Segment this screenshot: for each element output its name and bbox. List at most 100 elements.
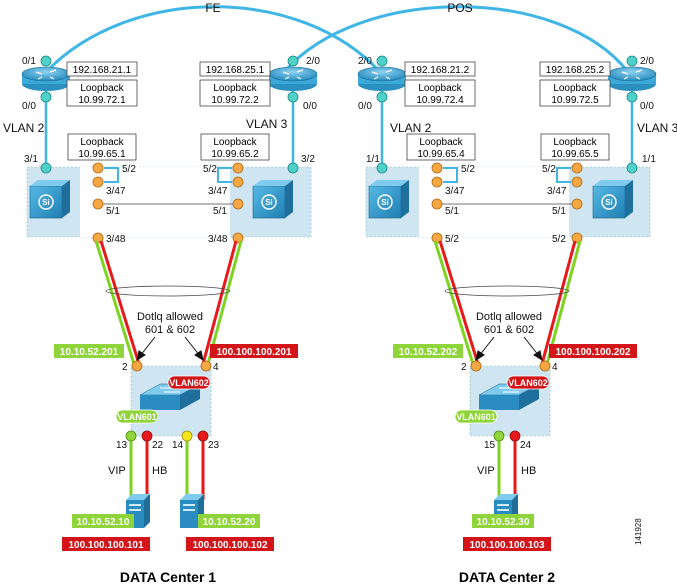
- svg-text:VLAN602: VLAN602: [508, 378, 548, 388]
- svg-text:VLAN601: VLAN601: [117, 412, 157, 422]
- svg-text:10.99.72.2: 10.99.72.2: [211, 95, 259, 106]
- svg-text:10.99.72.4: 10.99.72.4: [416, 95, 464, 106]
- pos-link-arc: [282, 5, 630, 73]
- server-3-red-badge: 100.100.100.103: [463, 537, 551, 551]
- svg-text:Loopback: Loopback: [213, 83, 257, 94]
- loop-5-2-sw1: [104, 167, 119, 183]
- sw2-loopback-box: Loopback 10.99.65.2: [200, 133, 270, 161]
- sw3-port-3-47: 3/47: [445, 186, 465, 197]
- svg-text:Si: Si: [42, 198, 50, 207]
- r3-port-top: 2/0: [358, 56, 372, 67]
- hb-label-dc1: HB: [152, 465, 167, 477]
- svg-text:10.10.52.201: 10.10.52.201: [60, 347, 119, 358]
- vlan602-tag-dc1: VLAN602: [167, 375, 211, 390]
- sw4-port-5-2: 5/2: [542, 164, 556, 175]
- r2-port-bot: 0/0: [303, 101, 317, 112]
- svg-text:100.100.100.101: 100.100.100.101: [68, 540, 144, 551]
- r2-ip-box: 192.168.25.1: [199, 61, 271, 77]
- fe-link-arc: [44, 5, 382, 74]
- dc2-title: DATA Center 2: [459, 569, 555, 585]
- server-2-red-badge: 100.100.100.102: [186, 537, 274, 551]
- svg-text:Loopback: Loopback: [80, 83, 124, 94]
- hb-label-dc2: HB: [521, 465, 536, 477]
- svg-text:Loopback: Loopback: [80, 137, 124, 148]
- sw3-port-5-1: 5/1: [445, 206, 459, 217]
- server-links: [129, 441, 517, 500]
- svg-text:10.10.52.20: 10.10.52.20: [203, 517, 256, 528]
- r3-loopback-box: Loopback 10.99.72.4: [404, 79, 476, 107]
- r2-loopback-box: Loopback 10.99.72.2: [199, 79, 271, 107]
- svg-text:10.99.72.1: 10.99.72.1: [78, 95, 126, 106]
- access-uplink-ports: [131, 360, 551, 372]
- sw1-port-5-1: 5/1: [106, 206, 120, 217]
- acc2-red-badge: 100.100.100.202: [549, 344, 637, 358]
- core-switch-dc1-b[interactable]: Si: [252, 180, 293, 219]
- router-dc1-a[interactable]: [21, 66, 71, 91]
- svg-text:100.100.100.103: 100.100.100.103: [469, 540, 545, 551]
- svg-text:Loopback: Loopback: [553, 83, 597, 94]
- vlan3-label-dc1: VLAN 3: [246, 117, 288, 131]
- port-channel-dc2: [444, 285, 570, 297]
- router-dc1-b[interactable]: [268, 66, 318, 91]
- r1-port-bot: 0/0: [22, 101, 36, 112]
- trunk-arrows: [136, 336, 543, 362]
- vlan3-label-dc2: VLAN 3: [637, 121, 677, 135]
- acc1-green-badge: 10.10.52.201: [54, 344, 124, 358]
- core-switch-dc2-a[interactable]: Si: [368, 180, 409, 219]
- svg-text:192.168.21.1: 192.168.21.1: [73, 65, 132, 76]
- svg-text:Loopback: Loopback: [418, 83, 462, 94]
- r1-ip-box: 192.168.21.1: [66, 61, 138, 77]
- server-1-red-badge: 100.100.100.101: [62, 537, 150, 551]
- access-switch-dc1[interactable]: [139, 383, 201, 410]
- port-channel-dc1: [105, 285, 231, 297]
- sw4-port-1-1: 1/1: [642, 154, 656, 165]
- loop-5-2-sw4: [556, 167, 571, 183]
- r3-ip-box: 192.168.21.2: [404, 61, 476, 77]
- svg-text:100.100.100.202: 100.100.100.202: [555, 347, 631, 358]
- r1-loopback-box: Loopback 10.99.72.1: [66, 79, 138, 107]
- sw2-port-3-48: 3/48: [208, 234, 228, 245]
- svg-text:192.168.25.2: 192.168.25.2: [546, 65, 605, 76]
- r4-port-top: 2/0: [640, 56, 654, 67]
- sw2-port-3-2: 3/2: [301, 154, 315, 165]
- trunk-desc-dc1-line1: Dotlq allowed: [137, 311, 203, 323]
- svg-text:100.100.100.102: 100.100.100.102: [192, 540, 268, 551]
- core-switch-dc1-a[interactable]: Si: [29, 180, 70, 219]
- svg-text:10.10.52.30: 10.10.52.30: [477, 517, 530, 528]
- router-dc2-a[interactable]: [357, 66, 407, 91]
- sw2-port-5-1: 5/1: [213, 206, 227, 217]
- r1-port-top: 0/1: [22, 56, 36, 67]
- r2-port-top: 2/0: [306, 56, 320, 67]
- svg-text:Loopback: Loopback: [213, 137, 257, 148]
- svg-text:10.99.65.5: 10.99.65.5: [551, 149, 599, 160]
- loop-5-2-sw3: [443, 167, 458, 183]
- server-3-green-badge: 10.10.52.30: [472, 514, 534, 528]
- vlan602-tag-dc2: VLAN602: [506, 375, 550, 390]
- vlan601-tag-dc1: VLAN601: [115, 409, 159, 424]
- svg-text:10.99.65.4: 10.99.65.4: [417, 149, 465, 160]
- svg-text:192.168.21.2: 192.168.21.2: [411, 65, 470, 76]
- core-switch-dc2-b[interactable]: Si: [592, 180, 633, 219]
- router-dc2-b[interactable]: [607, 66, 657, 91]
- acc2-green-badge: 10.10.52.202: [393, 344, 463, 358]
- sw1-loopback-box: Loopback 10.99.65.1: [67, 133, 137, 161]
- svg-text:Si: Si: [381, 198, 389, 207]
- port-24: 24: [520, 440, 532, 451]
- loop-5-2-sw2: [217, 167, 232, 183]
- vlan601-tag-dc2: VLAN601: [454, 409, 498, 424]
- svg-text:10.99.72.5: 10.99.72.5: [551, 95, 599, 106]
- svg-text:10.10.52.202: 10.10.52.202: [399, 347, 458, 358]
- svg-text:Loopback: Loopback: [419, 137, 463, 148]
- sw1-port-3-48: 3/48: [106, 234, 126, 245]
- sw1-port-3-1: 3/1: [24, 154, 38, 165]
- sw3-port-5-2b: 5/2: [445, 234, 459, 245]
- sw3-port-5-2: 5/2: [461, 164, 475, 175]
- server-port-dots: [125, 430, 521, 442]
- port-13: 13: [116, 440, 128, 451]
- svg-text:Si: Si: [605, 198, 613, 207]
- trunk-desc-dc1-line2: 601 & 602: [145, 324, 195, 336]
- vip-label-dc1: VIP: [108, 465, 126, 477]
- trunk-links-dc1: [94, 240, 243, 365]
- core-orange-ports: [92, 162, 583, 244]
- r3-port-bot: 0/0: [358, 101, 372, 112]
